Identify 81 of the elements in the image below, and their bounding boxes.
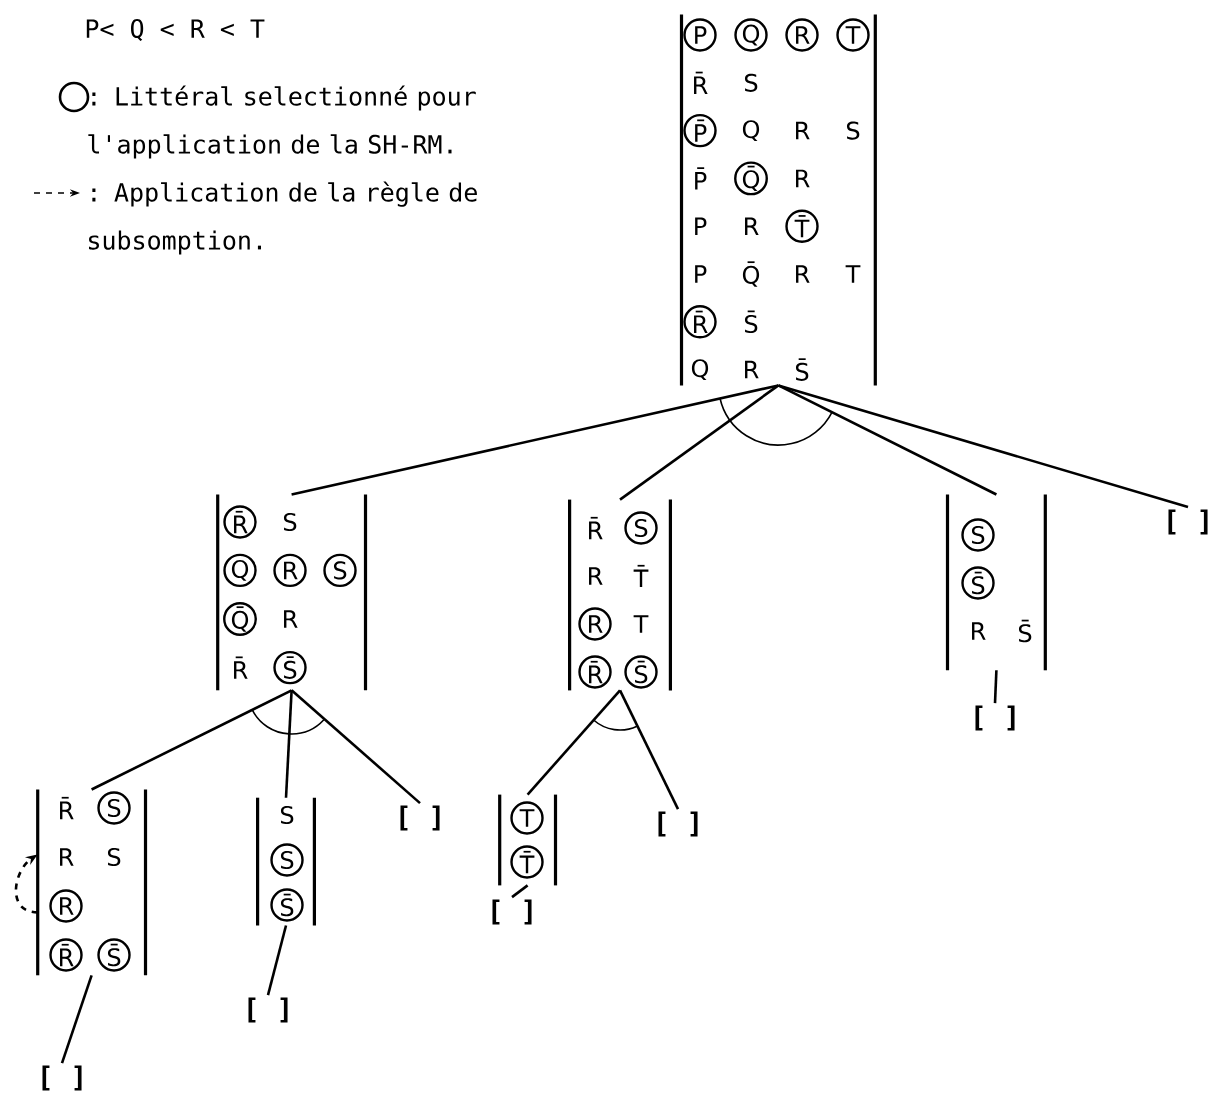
literal: R̄: [694, 71, 708, 94]
branch-line: [777, 384, 997, 496]
empty-clause: [ ]: [658, 811, 698, 837]
branch-line: [618, 689, 680, 810]
circled-literal: R̄: [683, 305, 717, 339]
literal: T̄: [633, 564, 649, 588]
circled-literal: Q̄: [223, 602, 257, 636]
literal: R̄: [589, 516, 603, 540]
literal: S: [283, 512, 297, 532]
empty-clause: [ ]: [492, 899, 532, 925]
branch-line: [91, 689, 293, 791]
branch-line: [526, 689, 621, 796]
circled-literal: S̄: [273, 650, 307, 685]
circled-literal: T̄: [510, 845, 544, 879]
literal: R: [972, 622, 986, 640]
circled-literal: T: [510, 801, 544, 835]
literal: R̄: [234, 656, 248, 679]
circled-literal: S: [323, 553, 357, 588]
literal: R̄: [60, 796, 74, 820]
literal: Q: [742, 120, 760, 142]
circled-literal: R: [273, 553, 307, 588]
circled-literal: S̄: [270, 888, 304, 922]
literal: P: [695, 265, 707, 283]
empty-clause: [ ]: [42, 1065, 82, 1091]
empty-clause: [ ]: [975, 705, 1015, 731]
branch-line: [290, 689, 421, 805]
literal: R: [60, 848, 74, 866]
literal: S̄: [1018, 619, 1032, 643]
literal: R: [796, 169, 810, 188]
literal: R: [284, 610, 298, 628]
literal: T: [845, 265, 861, 283]
literal: P: [695, 217, 707, 235]
literal: P̄: [695, 167, 707, 190]
literal: S: [280, 805, 294, 825]
circled-literal: R: [49, 889, 83, 923]
empty-clause: [ ]: [400, 805, 440, 831]
branch-line: [284, 690, 293, 798]
circled-literal: R̄: [223, 505, 257, 539]
legend-text: : Littéral selectionné pour l'application de la SH-RM.: [88, 85, 476, 159]
branch-line: [266, 925, 288, 996]
empty-clause: [ ]: [1168, 509, 1208, 535]
literal: Q: [691, 359, 709, 381]
branch-line: [993, 670, 998, 704]
circled-literal: S: [270, 843, 304, 877]
ordering-label: P< Q < R < T: [86, 19, 265, 41]
branch-line: [778, 384, 1189, 509]
literal: S: [107, 847, 121, 867]
circled-literal: R̄: [578, 655, 612, 689]
circled-literal: S: [624, 511, 658, 545]
literal: S: [744, 73, 758, 92]
circled-literal: Q: [734, 18, 768, 52]
circled-literal: S̄: [624, 655, 658, 689]
literal: R: [745, 217, 759, 235]
circled-literal: R: [785, 18, 819, 52]
circled-literal: R: [578, 607, 612, 641]
literal: R: [589, 567, 603, 585]
branch-line: [511, 884, 529, 899]
literal: T: [633, 615, 649, 633]
literal: R: [745, 360, 759, 379]
empty-clause: [ ]: [248, 997, 288, 1023]
legend-text: : Application de la règle de subsomption.: [89, 181, 477, 255]
literal: R: [796, 265, 810, 283]
circled-literal: Q̄: [734, 161, 768, 196]
circled-literal: P: [683, 18, 717, 52]
literal: Q̄: [742, 261, 760, 287]
branch-line: [291, 384, 779, 496]
circled-literal: P̄: [683, 113, 717, 148]
branch-line: [60, 974, 93, 1064]
literal: R: [796, 121, 810, 140]
literal: S̄: [795, 358, 809, 381]
branch-line: [619, 384, 780, 501]
circled-literal: Q: [223, 553, 257, 588]
literal: S: [846, 121, 860, 140]
circled-literal: S̄: [97, 938, 131, 972]
circled-literal: S: [97, 791, 131, 825]
circled-literal: R̄: [49, 938, 83, 972]
circled-literal: T̄: [785, 209, 819, 243]
circled-literal: S̄: [961, 566, 995, 600]
circled-literal: T: [836, 18, 870, 52]
circled-literal: S: [961, 518, 995, 552]
literal: S̄: [744, 310, 758, 334]
